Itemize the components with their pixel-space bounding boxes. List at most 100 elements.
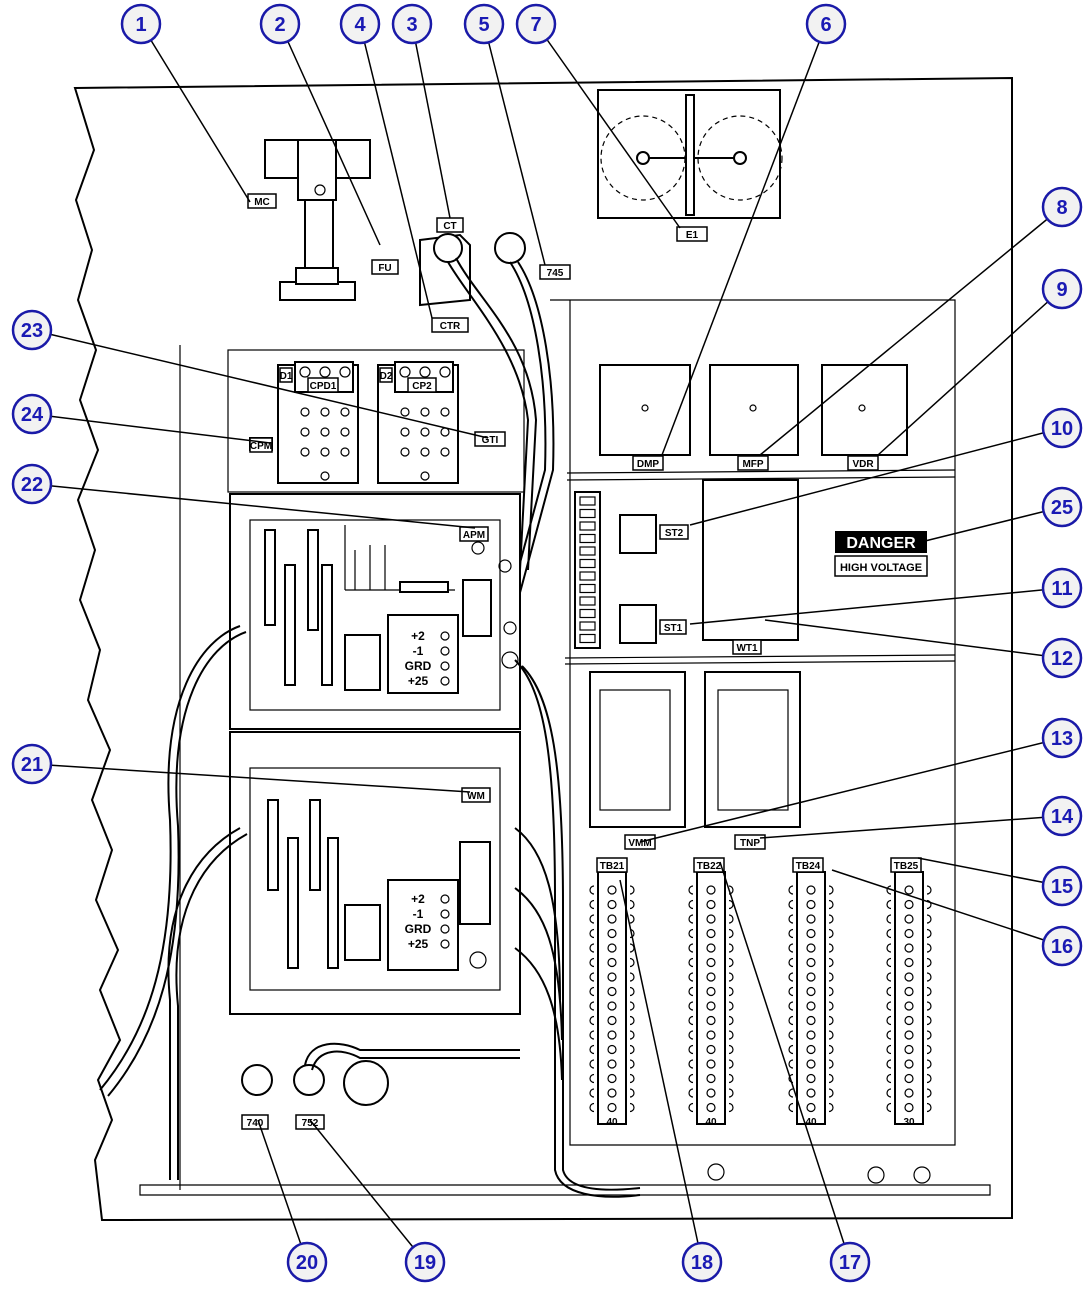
leader-9 bbox=[877, 288, 1063, 456]
leader-6 bbox=[661, 23, 827, 456]
label-text: CPM bbox=[250, 441, 272, 452]
callout-number: 24 bbox=[21, 404, 44, 426]
callout-20: 20 bbox=[286, 1241, 328, 1283]
callout-15: 15 bbox=[1041, 865, 1083, 907]
label-text: TB25 bbox=[894, 861, 919, 872]
label-d2: D2 bbox=[379, 367, 393, 383]
label-mfp: MFP bbox=[737, 455, 769, 471]
terminal-label: +2 bbox=[411, 892, 425, 906]
e1-filter-assembly bbox=[597, 89, 783, 219]
label-st1: ST1 bbox=[659, 619, 687, 635]
label-tb21: TB21 bbox=[596, 857, 628, 873]
callout-number: 6 bbox=[820, 14, 831, 36]
callout-number: 12 bbox=[1051, 648, 1073, 670]
label-tb25: TB25 bbox=[890, 857, 922, 873]
label-text: APM bbox=[463, 530, 485, 541]
vmm-tnp-modules bbox=[589, 671, 801, 828]
callout-25: 25 bbox=[1041, 486, 1083, 528]
label-cpd1: CPD1 bbox=[307, 377, 339, 393]
leader-15 bbox=[917, 857, 1063, 887]
callout-number: 21 bbox=[21, 754, 43, 776]
callout-number: 3 bbox=[406, 14, 417, 36]
callout-23: 23 bbox=[11, 309, 53, 351]
callout-number: 1 bbox=[135, 14, 146, 36]
callout-number: 9 bbox=[1056, 279, 1067, 301]
tb-bottom-label: 40 bbox=[805, 1117, 817, 1128]
callout-number: 8 bbox=[1056, 197, 1067, 219]
terminal-board-2: 40 bbox=[688, 871, 734, 1128]
callout-number: 20 bbox=[296, 1252, 318, 1274]
leader-2 bbox=[279, 23, 381, 246]
label-text: CPD1 bbox=[310, 381, 337, 392]
callout-10: 10 bbox=[1041, 407, 1083, 449]
ct-current-transformer bbox=[419, 232, 526, 307]
leader-1 bbox=[140, 23, 251, 203]
callout-number: 19 bbox=[414, 1252, 436, 1274]
label-wm: WM bbox=[461, 787, 491, 803]
label-text: MC bbox=[254, 197, 270, 208]
wire-left-apm-2 bbox=[107, 631, 247, 1097]
callout-number: 11 bbox=[1051, 578, 1072, 600]
label-text: VDR bbox=[852, 459, 874, 470]
high-voltage-text: HIGH VOLTAGE bbox=[840, 562, 922, 574]
label-text: TNP bbox=[740, 838, 760, 849]
callout-number: 25 bbox=[1051, 497, 1073, 519]
label-tb22: TB22 bbox=[693, 857, 725, 873]
tb-bottom-label: 30 bbox=[903, 1117, 915, 1128]
label-text: TB21 bbox=[600, 861, 625, 872]
terminal-label: +25 bbox=[408, 937, 429, 951]
label-text: GTI bbox=[482, 435, 499, 446]
wire-745-2 bbox=[517, 261, 555, 601]
label-dmp: DMP bbox=[632, 455, 664, 471]
label-e1: E1 bbox=[676, 226, 708, 242]
label-ctr: CTR bbox=[431, 317, 469, 333]
tb-bottom-label: 40 bbox=[606, 1117, 618, 1128]
leader-lines bbox=[31, 23, 1063, 1263]
label-w740: 740 bbox=[241, 1114, 269, 1130]
callout-number: 13 bbox=[1051, 728, 1073, 750]
terminal-label: GRD bbox=[405, 922, 432, 936]
wire-ct-to-apm bbox=[447, 261, 530, 571]
callout-number: 2 bbox=[274, 14, 285, 36]
callout-9: 9 bbox=[1041, 268, 1083, 310]
terminal-dots-left bbox=[300, 407, 350, 481]
terminal-boards: 40 40 40 30 bbox=[589, 871, 932, 1128]
leader-18 bbox=[619, 879, 703, 1263]
wire-right-3 bbox=[514, 827, 561, 1001]
callout-13: 13 bbox=[1041, 717, 1083, 759]
callout-number: 15 bbox=[1051, 876, 1073, 898]
leader-17 bbox=[719, 861, 851, 1263]
label-text: D2 bbox=[380, 371, 393, 382]
label-d1: D1 bbox=[279, 367, 293, 383]
st-relay-section bbox=[564, 479, 956, 665]
callout-7: 7 bbox=[515, 3, 557, 45]
leader-5 bbox=[483, 23, 546, 266]
leader-10 bbox=[689, 427, 1063, 526]
circuit-protector-block bbox=[227, 349, 525, 493]
label-text: E1 bbox=[686, 230, 699, 241]
label-cpm: CPM bbox=[249, 437, 273, 453]
callout-14: 14 bbox=[1041, 795, 1083, 837]
leader-3 bbox=[411, 23, 451, 219]
callout-3: 3 bbox=[391, 3, 433, 45]
callout-4: 4 bbox=[339, 3, 381, 45]
label-text: CP2 bbox=[412, 381, 432, 392]
danger-text: DANGER bbox=[846, 535, 916, 552]
leader-23 bbox=[31, 329, 489, 439]
mc-contactor bbox=[264, 139, 371, 301]
callout-6: 6 bbox=[805, 3, 847, 45]
label-w745: 745 bbox=[539, 264, 571, 280]
wire-right-5 bbox=[514, 947, 563, 1081]
leader-24 bbox=[31, 413, 271, 444]
callout-number: 7 bbox=[530, 14, 541, 36]
callout-22: 22 bbox=[11, 463, 53, 505]
callout-number: 18 bbox=[691, 1252, 713, 1274]
terminal-label: -1 bbox=[413, 644, 424, 658]
leader-12 bbox=[764, 619, 1063, 659]
label-tnp: TNP bbox=[734, 834, 766, 850]
leader-19 bbox=[309, 1119, 426, 1263]
label-wt1: WT1 bbox=[732, 639, 762, 655]
